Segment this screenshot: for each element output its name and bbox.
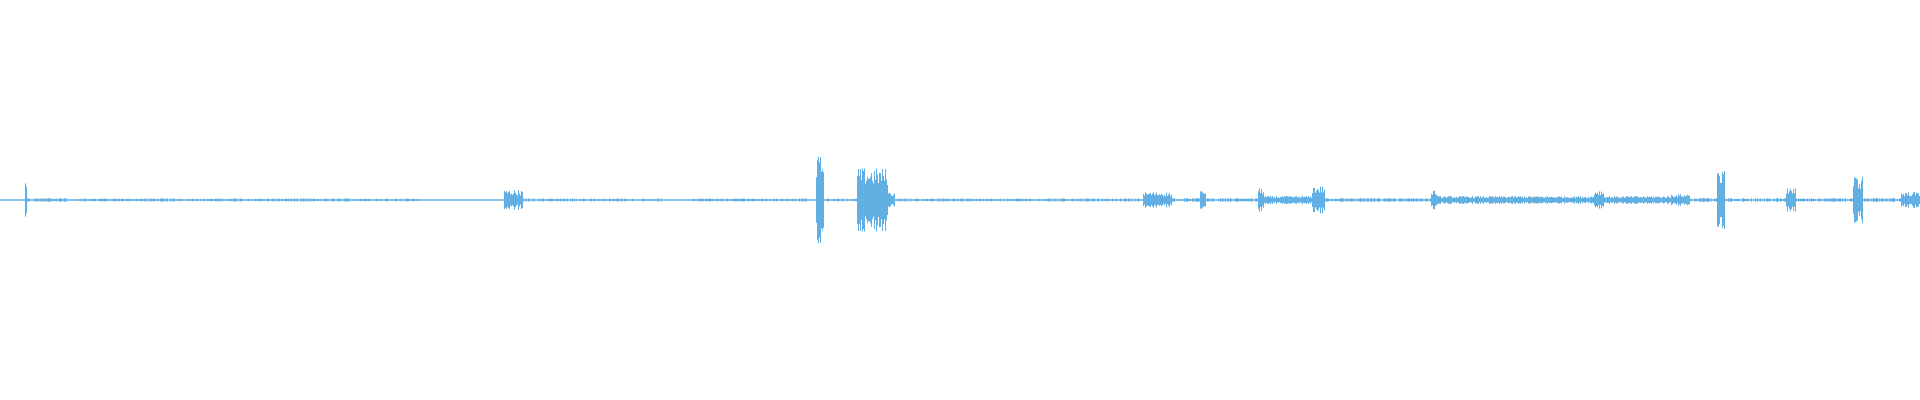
waveform-bars bbox=[0, 156, 1920, 244]
waveform-path bbox=[0, 156, 1920, 244]
